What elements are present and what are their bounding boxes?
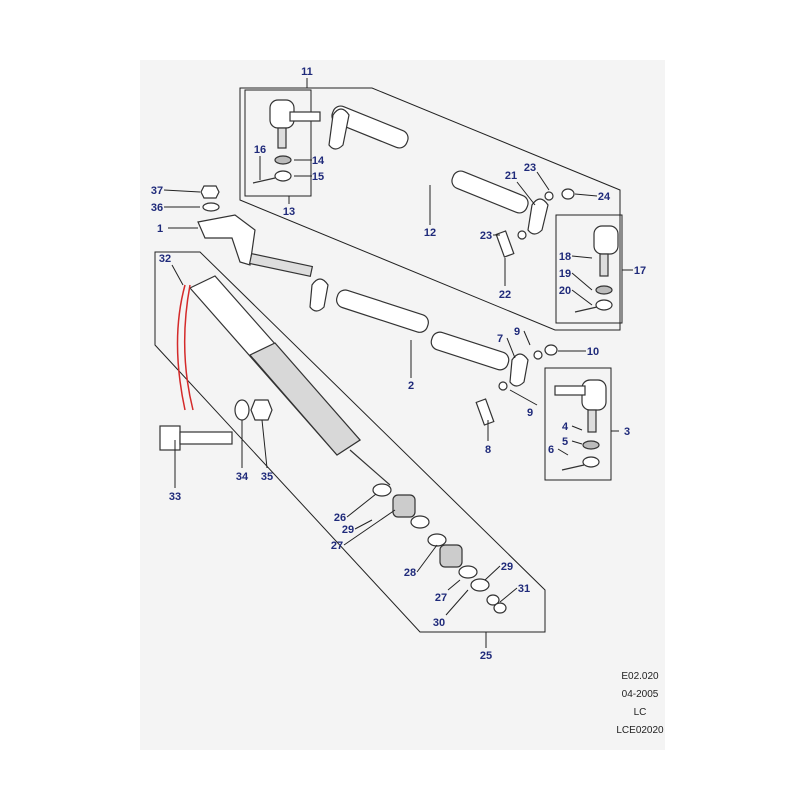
leader-line bbox=[163, 189, 201, 193]
diagram-date: 04-2005 bbox=[622, 689, 659, 700]
frame-ball-joint-3 bbox=[544, 367, 612, 481]
callout-label: 24 bbox=[598, 191, 611, 203]
callout-label: 28 bbox=[404, 567, 416, 579]
callout-labels: 1234567899101112131415161718192021222323… bbox=[151, 66, 646, 662]
callout-label: 35 bbox=[261, 471, 273, 483]
callout-label: 23 bbox=[480, 230, 492, 242]
leader-line bbox=[516, 181, 536, 206]
bolt-washer-nut bbox=[159, 399, 273, 451]
callout-label: 19 bbox=[559, 268, 571, 280]
leader-line bbox=[416, 544, 438, 573]
ball-joint-13 bbox=[252, 99, 321, 184]
ball-joint-3 bbox=[554, 379, 607, 471]
callout-label: 20 bbox=[559, 285, 571, 297]
callout-label: 16 bbox=[254, 144, 266, 156]
callout-label: 17 bbox=[634, 265, 646, 277]
callout-label: 22 bbox=[499, 289, 511, 301]
upper-track-rod bbox=[328, 105, 549, 235]
callout-label: 37 bbox=[151, 185, 163, 197]
leader-line bbox=[171, 264, 184, 286]
leader-line bbox=[354, 519, 373, 530]
leader-line bbox=[509, 389, 538, 406]
callout-label: 1 bbox=[157, 223, 163, 235]
ball-joint-17 bbox=[574, 225, 619, 313]
leader-line bbox=[571, 272, 593, 291]
frame-ball-joint-13 bbox=[244, 89, 312, 197]
callout-label: 7 bbox=[497, 333, 503, 345]
leader-line bbox=[346, 493, 377, 518]
leader-line bbox=[523, 330, 531, 346]
leader-line bbox=[536, 171, 550, 191]
leader-line bbox=[261, 419, 268, 469]
leader-line bbox=[574, 193, 598, 197]
steering-damper bbox=[176, 275, 507, 614]
leader-line bbox=[447, 579, 461, 591]
callout-label: 29 bbox=[501, 561, 513, 573]
callout-label: 23 bbox=[524, 162, 536, 174]
callout-label: 21 bbox=[505, 170, 517, 182]
callout-label: 5 bbox=[562, 436, 568, 448]
callout-label: 15 bbox=[312, 171, 324, 183]
frame-damper bbox=[154, 251, 546, 633]
callout-label: 31 bbox=[518, 583, 530, 595]
leader-line bbox=[557, 448, 569, 456]
leader-line bbox=[571, 440, 583, 445]
fasteners bbox=[200, 185, 575, 426]
leader-line bbox=[499, 587, 518, 603]
callout-label: 14 bbox=[312, 155, 325, 167]
callout-label: 33 bbox=[169, 491, 181, 503]
leader-line bbox=[445, 589, 469, 616]
diagram-region: LC bbox=[634, 707, 647, 718]
frame-ball-joint-17 bbox=[555, 214, 623, 324]
callout-label: 27 bbox=[331, 540, 343, 552]
callout-label: 3 bbox=[624, 426, 630, 438]
callout-label: 4 bbox=[562, 421, 569, 433]
callout-label: 10 bbox=[587, 346, 599, 358]
leader-line bbox=[571, 289, 593, 306]
callout-label: 13 bbox=[283, 206, 295, 218]
callout-label: 36 bbox=[151, 202, 163, 214]
callout-label: 30 bbox=[433, 617, 445, 629]
diagram-code: E02.020 bbox=[621, 671, 659, 682]
callout-label: 9 bbox=[514, 326, 520, 338]
callout-label: 25 bbox=[480, 650, 492, 662]
callout-label: 32 bbox=[159, 253, 171, 265]
callout-label: 27 bbox=[435, 592, 447, 604]
callout-label: 8 bbox=[485, 444, 491, 456]
callout-label: 34 bbox=[236, 471, 249, 483]
frame-track-rod-upper bbox=[239, 87, 621, 331]
leader-line bbox=[506, 337, 516, 359]
callout-leaders bbox=[163, 78, 633, 648]
callout-label: 12 bbox=[424, 227, 436, 239]
leader-line bbox=[484, 565, 501, 581]
diagram-ref: LCE02020 bbox=[616, 725, 664, 736]
callout-label: 9 bbox=[527, 407, 533, 419]
leader-line bbox=[571, 255, 593, 259]
callout-label: 2 bbox=[408, 380, 414, 392]
leader-line bbox=[571, 425, 583, 431]
callout-label: 11 bbox=[301, 66, 313, 78]
callout-label: 18 bbox=[559, 251, 571, 263]
callout-label: 6 bbox=[548, 444, 554, 456]
callout-label: 26 bbox=[334, 512, 346, 524]
leader-line bbox=[343, 509, 396, 546]
callout-label: 29 bbox=[342, 524, 354, 536]
lower-track-rod bbox=[197, 214, 529, 387]
diagram-panel bbox=[140, 60, 665, 750]
